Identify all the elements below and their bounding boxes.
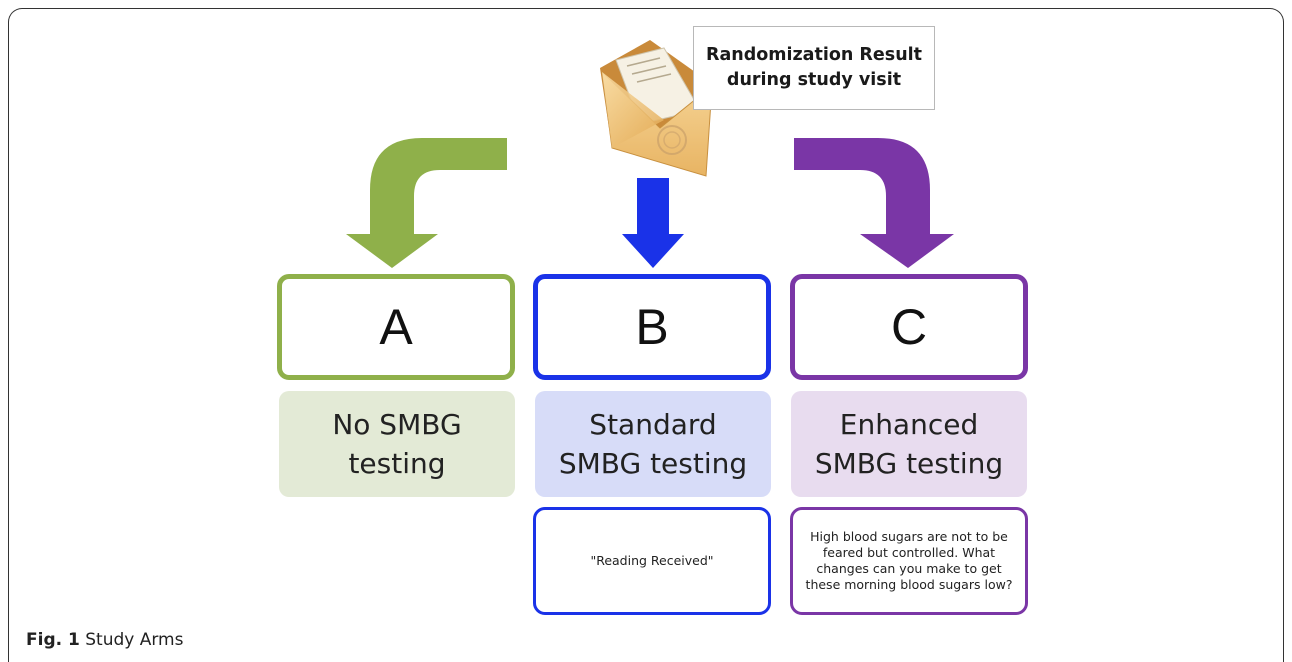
arm-b-letter: B — [635, 299, 669, 355]
randomization-callout: Randomization Result during study visit — [693, 26, 935, 110]
callout-line-1: Randomization Result — [705, 44, 923, 65]
curved-arrow-purple-icon — [794, 138, 954, 268]
arm-b-message: "Reading Received" — [590, 552, 714, 568]
figure-caption: Fig. 1 Study Arms — [26, 630, 183, 650]
arm-c-desc-line-2: SMBG testing — [814, 447, 1004, 480]
callout-pointer — [712, 110, 770, 140]
straight-arrow-blue-icon — [622, 178, 684, 268]
arm-a-letter: A — [379, 299, 413, 355]
figure-label: Fig. 1 — [26, 630, 80, 650]
arm-a-desc-line-2: testing — [348, 447, 446, 480]
figure-frame — [8, 8, 1284, 662]
arm-a-desc-line-1: No SMBG — [332, 407, 462, 441]
arm-c-message-box: High blood sugars are not to be feared b… — [790, 507, 1028, 615]
arm-c-box: C — [790, 274, 1028, 380]
arm-b-description: Standard SMBG testing — [535, 391, 771, 497]
envelope-icon — [600, 40, 713, 177]
arm-b-desc-line-1: Standard — [589, 407, 717, 441]
arm-a-description: No SMBG testing — [279, 391, 515, 497]
figure-caption-text: Study Arms — [79, 630, 184, 650]
arm-b-desc-line-2: SMBG testing — [558, 447, 748, 480]
arm-c-desc-line-1: Enhanced — [839, 407, 979, 441]
arm-c-description: Enhanced SMBG testing — [791, 391, 1027, 497]
arm-b-message-box: "Reading Received" — [533, 507, 771, 615]
arm-c-message: High blood sugars are not to be feared b… — [805, 528, 1013, 593]
arm-c-letter: C — [890, 299, 928, 355]
arm-b-box: B — [533, 274, 771, 380]
curved-arrow-green-icon — [346, 138, 507, 268]
callout-line-2: during study visit — [726, 70, 902, 90]
arm-a-box: A — [277, 274, 515, 380]
